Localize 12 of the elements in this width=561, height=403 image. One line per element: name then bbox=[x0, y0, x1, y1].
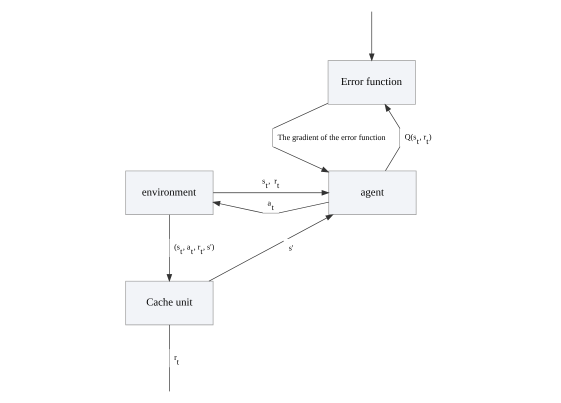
node-box: environment bbox=[124, 170, 213, 215]
node-box: Cache unit bbox=[124, 280, 213, 326]
arrow bbox=[208, 214, 334, 282]
node-box: agent bbox=[328, 170, 416, 215]
arrow bbox=[166, 214, 172, 282]
node-box: Error function bbox=[327, 60, 416, 105]
arrow bbox=[212, 200, 329, 214]
arrow bbox=[272, 103, 329, 172]
arrow bbox=[212, 190, 330, 196]
arrow bbox=[384, 104, 400, 172]
connector bbox=[168, 324, 170, 392]
arrow bbox=[368, 11, 374, 62]
